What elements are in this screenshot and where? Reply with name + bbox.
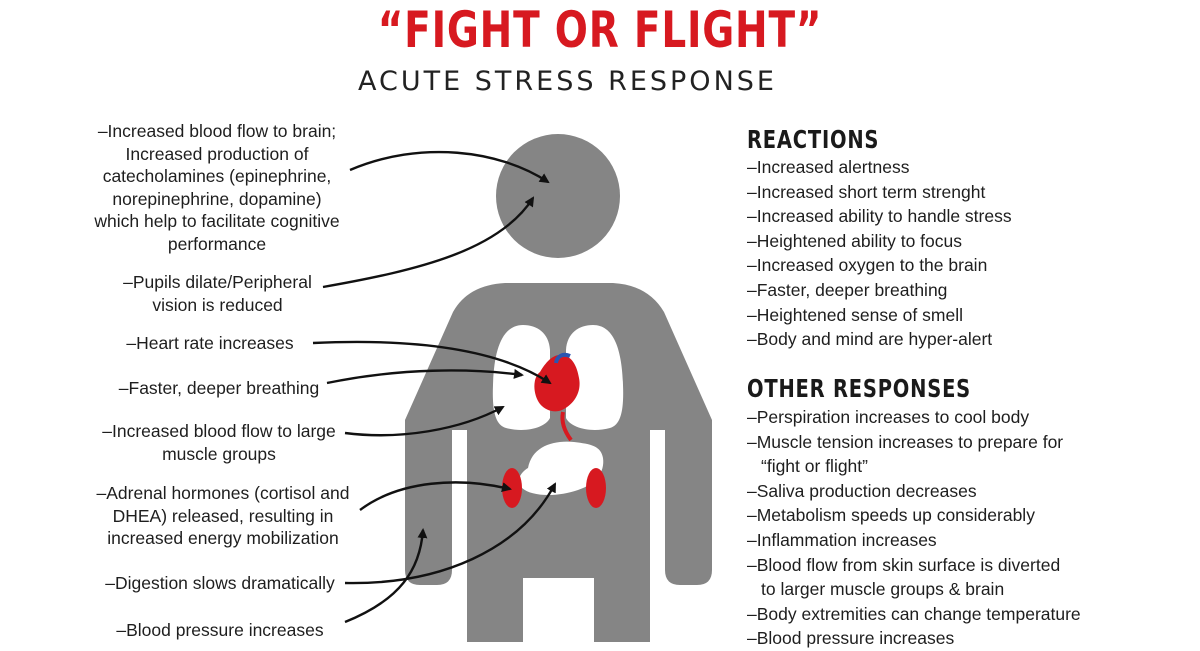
arrow-adrenal xyxy=(359,481,512,511)
label-breathing: –Faster, deeper breathing xyxy=(118,378,320,398)
heart xyxy=(534,354,580,412)
list-item: –Perspiration increases to cool body xyxy=(747,407,1030,427)
label-digestion: –Digestion slows dramatically xyxy=(105,573,335,593)
other-responses-heading: OTHER RESPONSES xyxy=(747,374,972,403)
list-item: –Heightened ability to focus xyxy=(747,230,962,251)
aorta-vessel xyxy=(560,411,573,442)
list-item: to larger muscle groups & brain xyxy=(761,579,1005,600)
right-lung xyxy=(566,325,624,430)
list-item: –Faster, deeper breathing xyxy=(747,279,948,300)
head-shape xyxy=(496,134,620,258)
list-item: –Body extremities can change temperature xyxy=(747,603,1081,624)
vein xyxy=(554,352,571,364)
list-item: –Inflammation increases xyxy=(747,529,937,550)
arrow-pupils xyxy=(322,196,535,289)
list-item: –Body and mind are hyper-alert xyxy=(747,329,993,350)
reactions-heading: REACTIONS xyxy=(747,125,880,154)
right-adrenal-kidney xyxy=(586,468,606,508)
list-item: –Muscle tension increases to prepare for xyxy=(747,431,1064,452)
label-blood-pressure: –Blood pressure increases xyxy=(116,620,324,640)
arrow-heart xyxy=(312,340,552,385)
arrow-muscle xyxy=(344,405,505,437)
list-item: –Blood flow from skin surface is diverte… xyxy=(747,554,1061,575)
page-title: “FIGHT OR FLIGHT” xyxy=(377,1,823,59)
stomach xyxy=(518,441,604,496)
list-item: –Increased short term strenght xyxy=(747,181,986,202)
label-brain: –Increased blood flow to brain; Increase… xyxy=(94,121,340,254)
organs xyxy=(492,325,624,508)
reactions-list: –Increased alertness –Increased short te… xyxy=(747,155,1012,352)
label-muscle-groups: –Increased blood flow to large muscle gr… xyxy=(102,421,336,464)
label-adrenal: –Adrenal hormones (cortisol and DHEA) re… xyxy=(96,483,350,548)
arrow-blood-pressure xyxy=(344,528,428,624)
other-responses-list: –Perspiration increases to cool body –Mu… xyxy=(747,405,1081,651)
list-item: –Increased alertness xyxy=(747,157,910,177)
left-adrenal-kidney xyxy=(502,468,522,508)
arrow-brain xyxy=(349,150,550,184)
arrow-digestion xyxy=(344,482,557,585)
arrow-breathing xyxy=(326,368,524,385)
label-pupils: –Pupils dilate/Peripheral vision is redu… xyxy=(123,272,312,315)
list-item: “fight or flight” xyxy=(761,456,868,477)
list-item: –Increased oxygen to the brain xyxy=(747,255,988,276)
list-item: –Increased ability to handle stress xyxy=(747,206,1012,227)
label-heart-rate: –Heart rate increases xyxy=(126,333,294,353)
list-item: –Saliva production decreases xyxy=(747,480,977,501)
page-subtitle: ACUTE STRESS RESPONSE xyxy=(358,66,777,97)
list-item: –Heightened sense of smell xyxy=(747,304,963,325)
list-item: –Metabolism speeds up considerably xyxy=(747,505,1035,526)
list-item: –Blood pressure increases xyxy=(747,628,955,649)
callout-arrows xyxy=(312,150,557,624)
